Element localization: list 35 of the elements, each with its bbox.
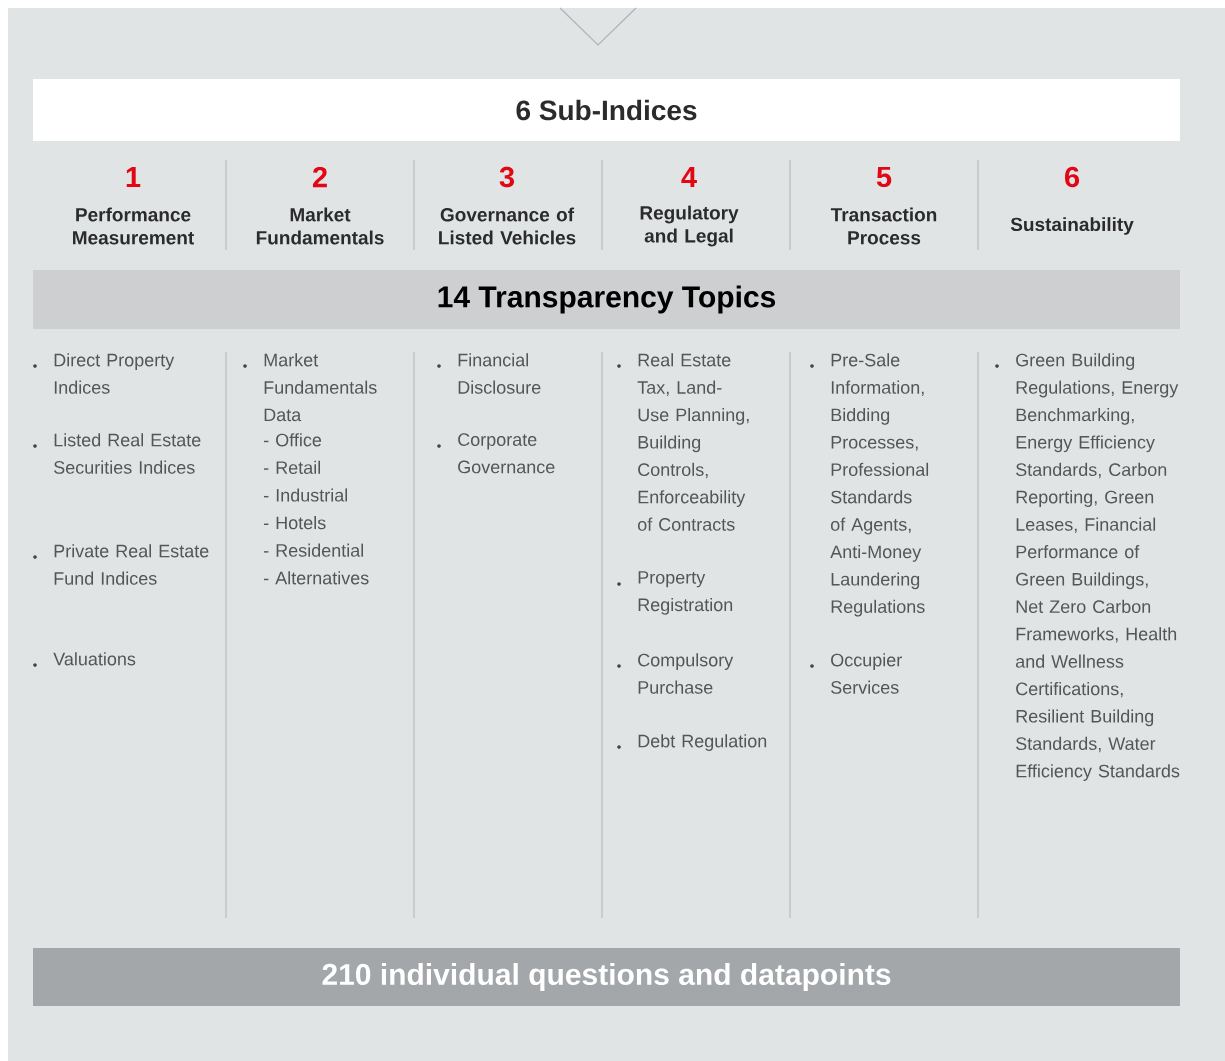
bullet-item: Occupier Services xyxy=(810,653,902,694)
bullet-item: Private Real Estate Fund Indices xyxy=(33,544,209,585)
footer-band: 210 individual questions and datapoints xyxy=(33,948,1180,1006)
bullet-item: Valuations xyxy=(33,652,136,667)
index-number: 6 xyxy=(1065,166,1080,188)
bullet-item: Direct Property Indices xyxy=(33,353,175,394)
index-number: 5 xyxy=(876,166,892,188)
bullet-item: Debt Regulation xyxy=(617,734,767,751)
column-heading: Governance of Listed Vehicles xyxy=(439,207,576,245)
column-heading: Transaction Process xyxy=(830,207,937,245)
bullet-item: Pre-Sale Information, Bidding Processes, Professional Standards of Agents, Anti-Money Laundering Regulations xyxy=(810,353,929,617)
sub-item: - Office xyxy=(264,433,322,447)
bullet-item: Market Fundamentals Data xyxy=(243,353,377,422)
column-heading: Performance Measurement xyxy=(73,207,194,245)
header-band: 14 Transparency Topics xyxy=(33,270,1180,329)
bullet-item: Financial Disclosure xyxy=(437,353,541,394)
sub-item: - Residential xyxy=(264,543,363,557)
header-band: 6 Sub-Indices xyxy=(33,79,1180,141)
column-heading: Regulatory and Legal xyxy=(640,205,739,247)
bullet-item: Property Registration xyxy=(617,571,733,615)
column-heading: Market Fundamentals xyxy=(256,207,384,245)
bullet-item: Corporate Governance xyxy=(437,433,555,474)
bullet-item: Green Building Regulations, Energy Benchmarking, Energy Efficiency Standards, Carbon Reporting, Green Leases, Financial Performance of Green Buildings, Net Zero Carbon Frameworks, Health and Wellness Certifications, Resilient Building Standards, Water Efficiency Standards xyxy=(995,353,1180,781)
sub-item: - Industrial xyxy=(264,488,347,502)
index-number: 2 xyxy=(312,166,327,188)
index-number: 4 xyxy=(681,167,697,187)
bullet-item: Listed Real Estate Securities Indices xyxy=(33,433,201,474)
bullet-item: Compulsory Purchase xyxy=(617,653,734,694)
sub-item: - Hotels xyxy=(264,516,326,530)
sub-item: - Retail xyxy=(264,460,320,474)
index-number: 3 xyxy=(499,166,515,188)
index-number: 1 xyxy=(126,167,141,187)
sub-item: - Alternatives xyxy=(264,571,369,585)
column-heading: Sustainability xyxy=(1010,217,1134,235)
bullet-item: Real Estate Tax, Land-Use Planning, Building Controls, Enforceability of Contracts xyxy=(617,353,749,531)
